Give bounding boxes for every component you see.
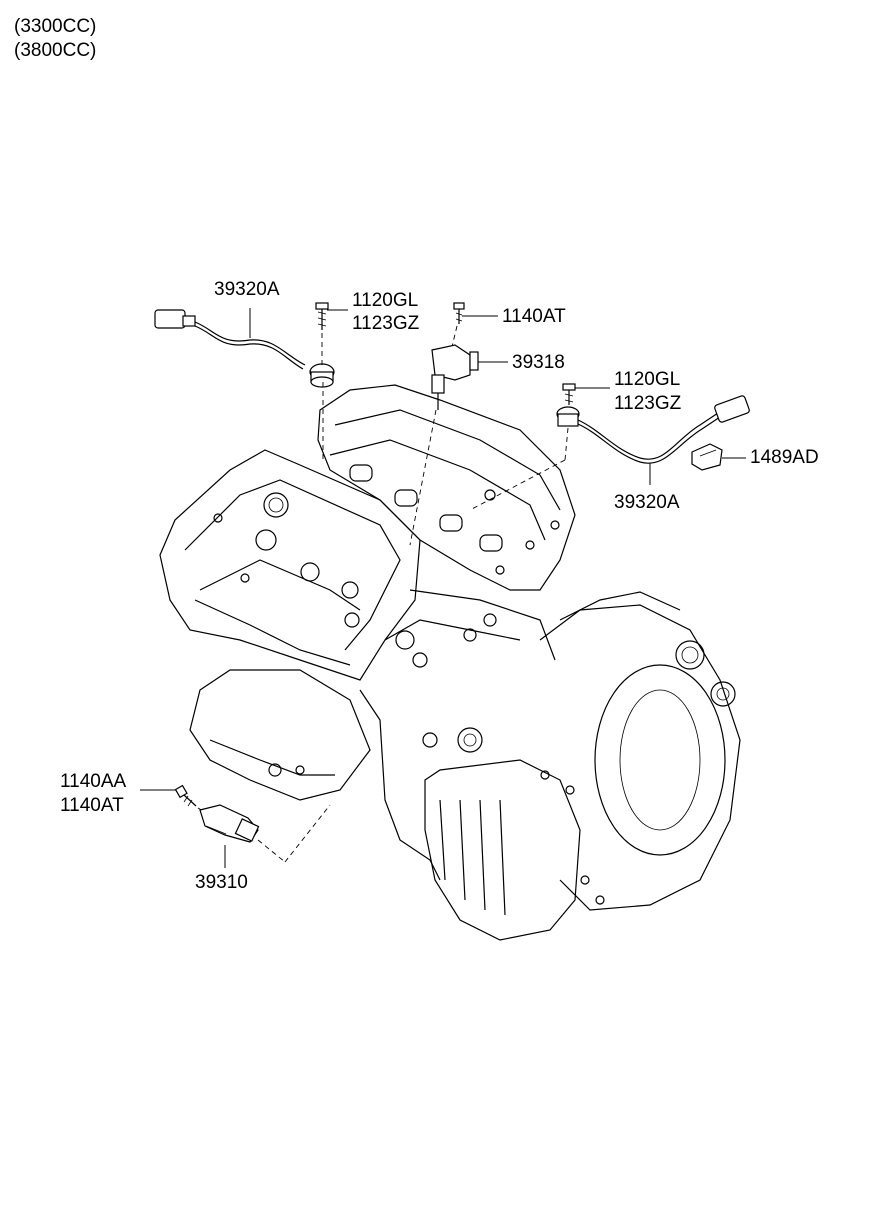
bolt-icon (453, 302, 465, 324)
bolt-icon (174, 784, 197, 807)
label-bolt-crank-b: 1140AT (60, 795, 124, 816)
label-crank-sensor: 39310 (195, 872, 248, 893)
label-knock-sensor-right: 39320A (614, 492, 680, 513)
engine-spec-3800: (3800CC) (14, 40, 97, 61)
knock-sensor-icon (154, 309, 335, 388)
label-knock-sensor-left: 39320A (214, 279, 280, 300)
label-bolt-left-b: 1123GZ (352, 313, 420, 334)
label-cam-sensor: 39318 (512, 352, 565, 373)
cam-position-sensor-icon (431, 344, 479, 410)
label-bolt-right-a: 1120GL (614, 369, 681, 390)
label-clip: 1489AD (750, 447, 819, 468)
crank-position-sensor-icon (199, 804, 260, 843)
knock-sensor-icon (556, 395, 750, 464)
engine-spec-3300: (3300CC) (14, 16, 97, 37)
label-bolt-cam: 1140AT (502, 306, 566, 327)
bolt-icon (315, 302, 329, 330)
engine-assembly-icon (159, 384, 741, 941)
bolt-icon (562, 383, 576, 405)
label-bolt-crank-a: 1140AA (60, 771, 127, 792)
clip-icon (691, 443, 723, 471)
label-bolt-right-b: 1123GZ (614, 393, 682, 414)
label-bolt-left-a: 1120GL (352, 290, 419, 311)
